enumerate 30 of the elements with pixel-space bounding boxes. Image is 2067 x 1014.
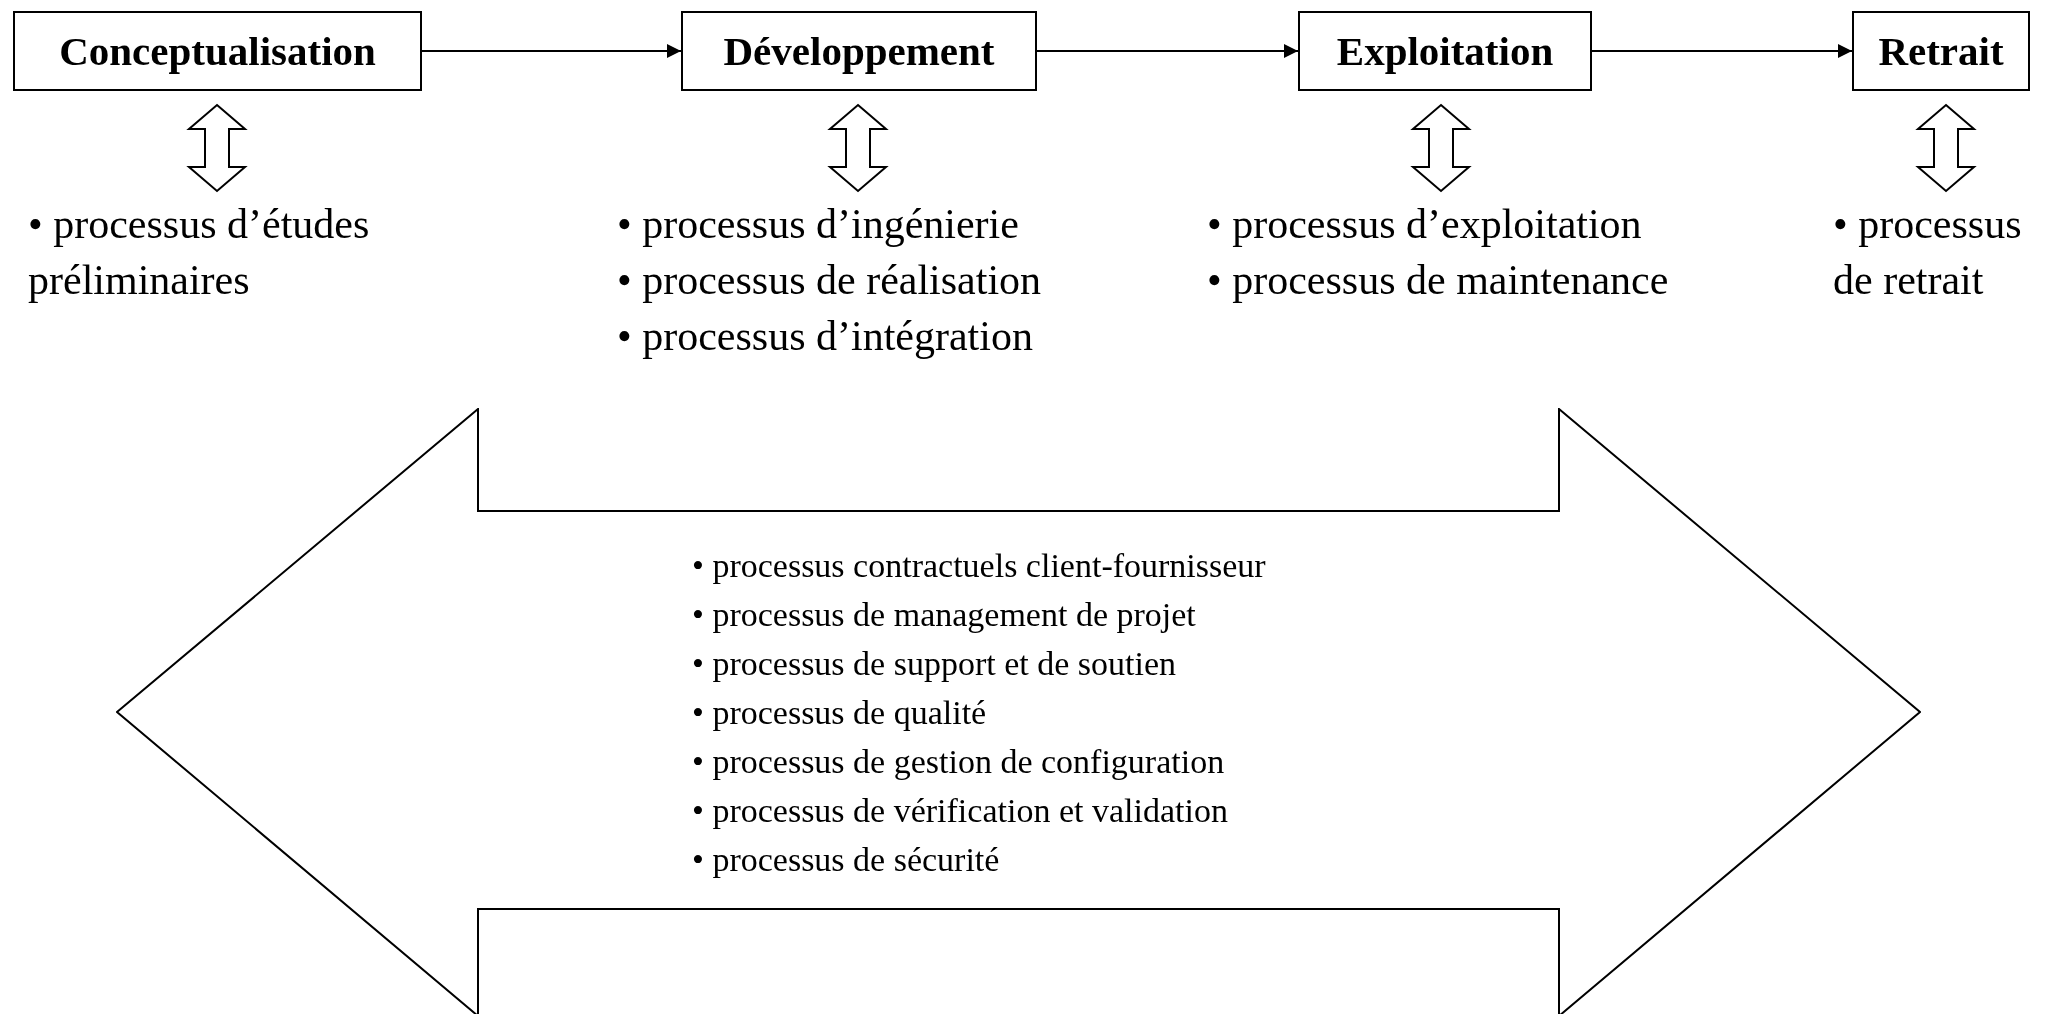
process-item: • processus de management de projet — [692, 595, 1197, 635]
process-item: • processus d’ingénierie — [617, 200, 1020, 249]
process-item: • processus de retrait — [1833, 200, 2023, 305]
phase-title: Développement — [723, 27, 995, 75]
double-arrow — [186, 103, 248, 193]
arrow — [1591, 44, 1853, 58]
process-item: • processus contractuels client-fournisseur — [692, 546, 1266, 586]
process-item: • processus de gestion de configuration — [692, 742, 1226, 782]
phase-title: Retrait — [1878, 27, 2004, 75]
process-item: • processus de vérification et validation — [692, 791, 1229, 831]
double-arrow-shape — [116, 408, 1921, 1014]
double-arrow — [827, 103, 889, 193]
process-item: • processus de qualité — [692, 693, 988, 733]
phase-box — [1298, 11, 1592, 91]
process-item: • processus de support et de soutien — [692, 644, 1178, 684]
double-arrow — [1410, 103, 1472, 193]
process-item: • processus d’études préliminaires — [28, 200, 371, 305]
phase-title: Conceptualisation — [59, 27, 376, 75]
phase-box — [13, 11, 422, 91]
arrow — [421, 44, 682, 58]
phase-title: Exploitation — [1336, 27, 1554, 75]
double-arrow — [1915, 103, 1977, 193]
phase-box — [1852, 11, 2030, 91]
phase-box — [681, 11, 1037, 91]
process-item: • processus d’exploitation — [1207, 200, 1643, 249]
process-item: • processus de réalisation — [617, 256, 1043, 305]
process-item: • processus de sécurité — [692, 840, 1001, 880]
process-item: • processus de maintenance — [1207, 256, 1670, 305]
process-item: • processus d’intégration — [617, 312, 1034, 361]
arrow — [1036, 44, 1299, 58]
